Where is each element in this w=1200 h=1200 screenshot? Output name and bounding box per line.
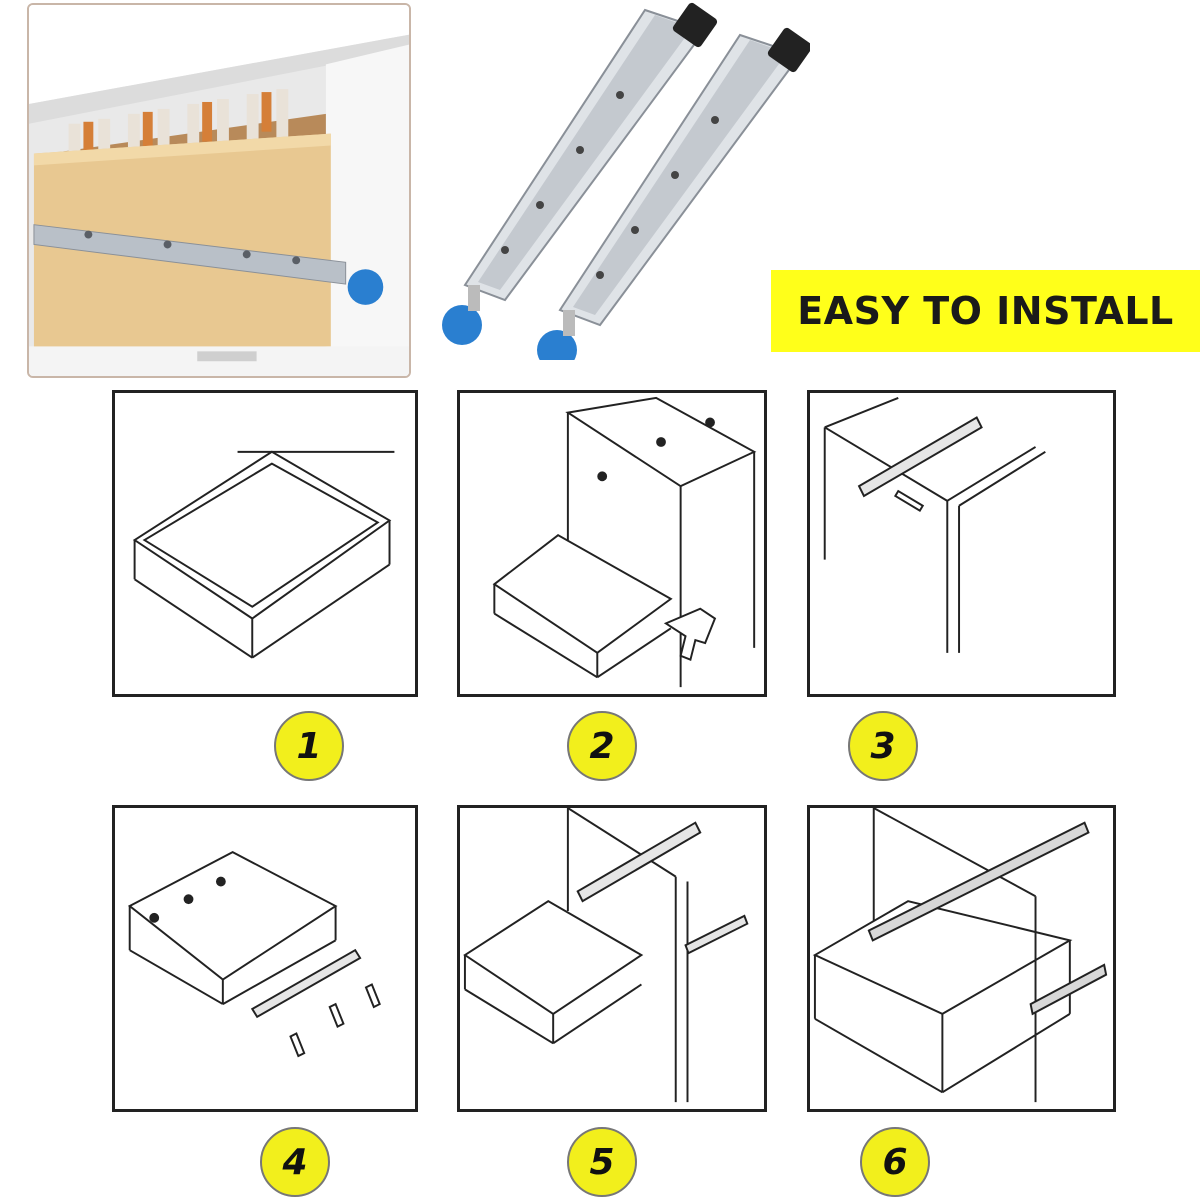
step-6-badge: 6 bbox=[860, 1127, 930, 1197]
step-3-number: 3 bbox=[870, 725, 896, 767]
step-4-panel bbox=[112, 805, 418, 1112]
step-1-panel bbox=[112, 390, 418, 697]
drill-attach-icon bbox=[492, 396, 757, 688]
step-6-number: 6 bbox=[882, 1141, 908, 1183]
step-1-number: 1 bbox=[296, 725, 322, 767]
drawer-slide-rails-image bbox=[430, 0, 813, 370]
drawer-photo bbox=[27, 3, 411, 378]
step-2-number: 2 bbox=[589, 725, 615, 767]
step-1-badge: 1 bbox=[274, 711, 344, 781]
step-5-number: 5 bbox=[589, 1141, 615, 1183]
drawer-box-icon bbox=[132, 450, 395, 659]
step-2-panel bbox=[457, 390, 767, 697]
drawer-inserted-icon bbox=[812, 808, 1108, 1103]
step-2-badge: 2 bbox=[567, 711, 637, 781]
drawer-with-files-photo-icon bbox=[29, 5, 409, 376]
step-4-badge: 4 bbox=[260, 1127, 330, 1197]
step-3-badge: 3 bbox=[848, 711, 918, 781]
step-6-panel bbox=[807, 805, 1116, 1112]
banner-text: EASY TO INSTALL bbox=[797, 289, 1174, 333]
easy-to-install-banner: EASY TO INSTALL bbox=[771, 270, 1200, 352]
step-5-panel bbox=[457, 805, 767, 1112]
step-3-panel bbox=[807, 390, 1116, 697]
cabinet-rail-screw-icon bbox=[823, 396, 1046, 653]
drawer-rail-screws-icon bbox=[127, 851, 381, 1058]
step-5-badge: 5 bbox=[567, 1127, 637, 1197]
rails-mounted-icon bbox=[463, 808, 749, 1103]
step-4-number: 4 bbox=[282, 1141, 308, 1183]
drawer-slide-rails-pair-icon bbox=[442, 2, 813, 370]
